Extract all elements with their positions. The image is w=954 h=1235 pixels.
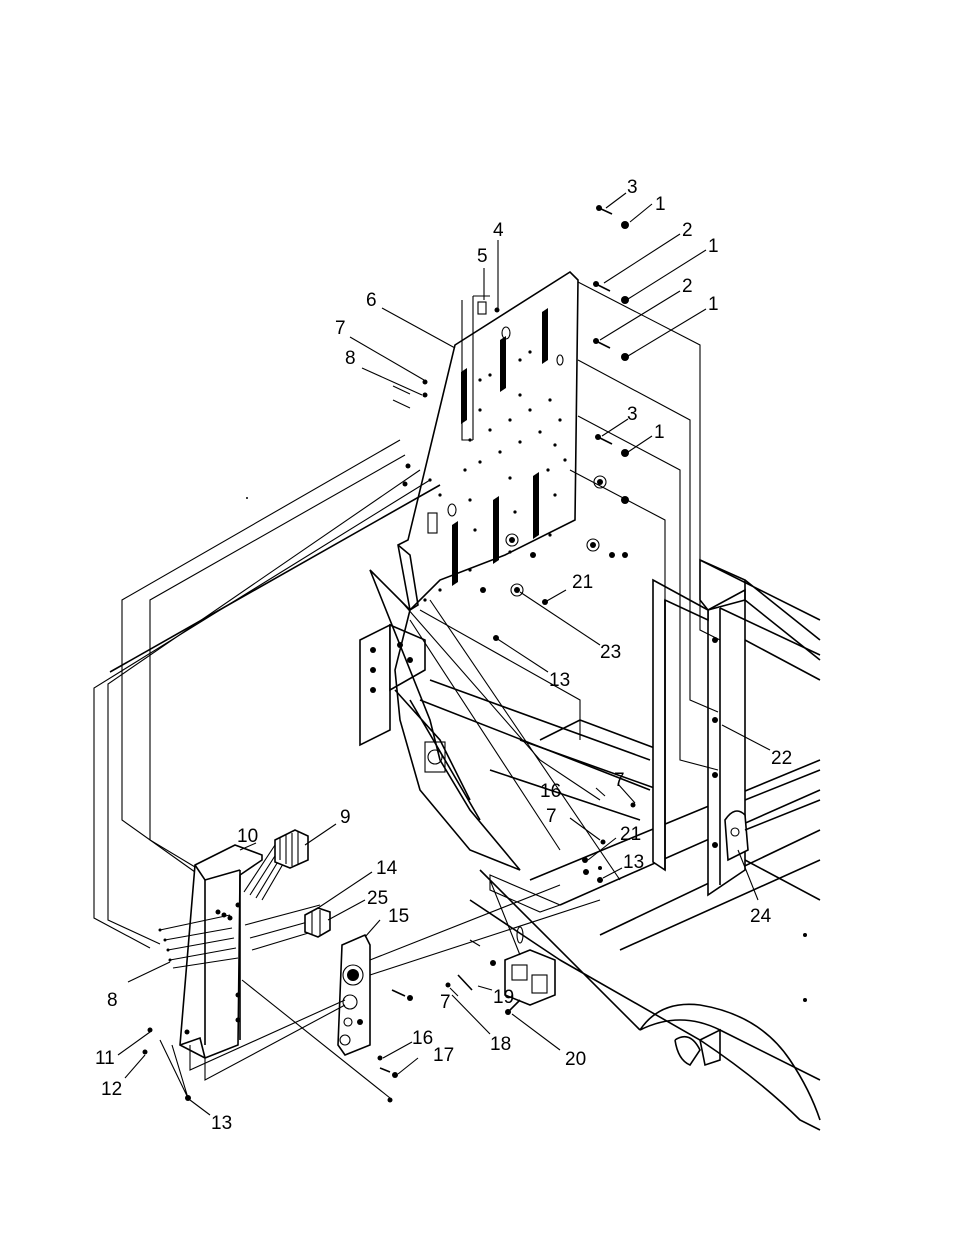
callout-label: 25	[367, 888, 388, 909]
lower-fasteners	[142, 802, 636, 1101]
callout-label: 13	[623, 852, 644, 873]
callout-label: 15	[388, 906, 409, 927]
callout-label: 13	[549, 670, 570, 691]
control-plate	[189, 884, 601, 1103]
terminal-block	[304, 907, 331, 938]
callout-label: 20	[565, 1049, 586, 1070]
relay-block	[274, 829, 309, 869]
upper-fasteners	[392, 205, 629, 641]
callout-label: 11	[95, 1048, 115, 1069]
callout-label: 16	[412, 1028, 433, 1049]
callout-labels: 3 1 2 1 2 1 4 5 6 7 8 3 1 21 23 13 22 16…	[95, 177, 792, 1134]
callout-label: 2	[682, 220, 693, 241]
callout-label: 14	[376, 858, 398, 879]
callout-label: 7	[546, 806, 557, 827]
callout-label: 4	[493, 220, 504, 241]
callout-label: 21	[620, 824, 641, 845]
callout-label: 5	[477, 246, 488, 267]
callout-label: 22	[771, 748, 792, 769]
callout-label: 24	[750, 906, 772, 927]
callout-label: 7	[614, 770, 625, 791]
callout-label: 21	[572, 572, 593, 593]
callout-label: 17	[433, 1045, 454, 1066]
tube-bracket	[445, 874, 562, 1015]
callout-label: 7	[335, 318, 346, 339]
assembly-lines	[93, 281, 721, 949]
callout-label: 7	[440, 992, 451, 1013]
callout-label: 19	[493, 987, 514, 1008]
callout-label: 10	[237, 826, 258, 847]
callout-label: 18	[490, 1034, 511, 1055]
callout-label: 3	[627, 177, 638, 198]
callout-label: 23	[600, 642, 621, 663]
callout-label: 1	[708, 294, 719, 315]
chassis-frame	[419, 558, 821, 1131]
panel-vents	[452, 308, 548, 586]
main-panel	[397, 270, 607, 612]
callout-label: 8	[345, 348, 356, 369]
panel-holes	[423, 350, 567, 602]
callout-label: 9	[340, 807, 351, 828]
callout-label: 16	[540, 781, 561, 802]
callout-label: 1	[655, 194, 666, 215]
callout-label: 12	[101, 1079, 122, 1100]
stray-dot	[246, 497, 248, 499]
callout-label: 3	[627, 404, 638, 425]
mounting-plate	[359, 569, 521, 871]
callout-label: 1	[708, 236, 719, 257]
callout-label: 6	[366, 290, 377, 311]
callout-leaders	[117, 192, 771, 1116]
callout-label: 1	[654, 422, 665, 443]
callout-label: 8	[107, 990, 118, 1011]
callout-label: 13	[211, 1113, 232, 1134]
callout-label: 2	[682, 276, 693, 297]
